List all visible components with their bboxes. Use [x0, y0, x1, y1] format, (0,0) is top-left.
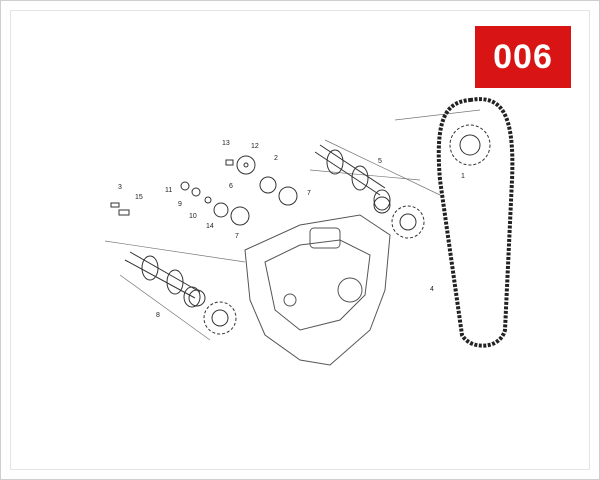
callout-4: 4: [430, 286, 434, 293]
camshaft-exhaust: [314, 144, 391, 211]
callout-9: 9: [178, 201, 182, 208]
callout-13: 13: [222, 140, 230, 147]
inner-frame: [10, 10, 590, 470]
callout-8: 8: [156, 312, 160, 319]
sprocket-crank: [449, 124, 491, 166]
callout-12: 12: [251, 143, 259, 150]
timing-chain: [436, 97, 515, 348]
camshaft-intake: [124, 251, 201, 308]
callout-7b: 7: [235, 233, 239, 240]
callout-1: 1: [461, 173, 465, 180]
callout-15: 15: [135, 194, 143, 201]
callout-11: 11: [165, 187, 172, 194]
callout-10: 10: [189, 213, 197, 220]
cylinder-head: [244, 214, 391, 366]
callout-2: 2: [274, 155, 278, 162]
sprocket-exhaust: [391, 205, 425, 239]
callout-6: 6: [229, 183, 233, 190]
callout-3: 3: [118, 184, 122, 191]
callout-5: 5: [378, 158, 382, 165]
sprocket-intake: [203, 301, 237, 335]
callout-7a: 7: [307, 190, 311, 197]
callout-labels: 13 12 2 5 1 3 15 11 9 6 7 10 14 7 4 8: [118, 140, 465, 319]
small-parts: [110, 155, 391, 307]
diagram-number-badge: 006: [475, 26, 571, 88]
callout-14: 14: [206, 223, 214, 230]
